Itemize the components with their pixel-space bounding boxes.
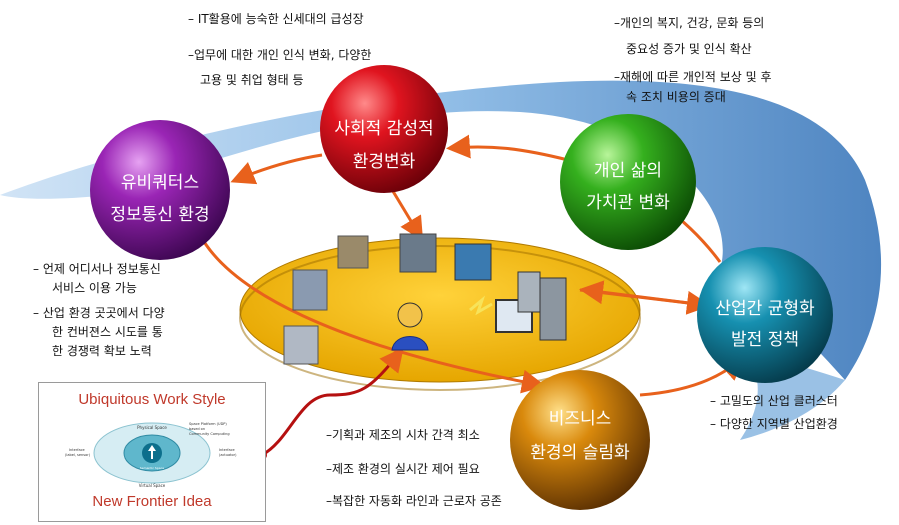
server-tower-icon-2	[517, 271, 541, 313]
factory-photo-2	[399, 233, 437, 273]
sphere-values-ball	[560, 114, 696, 250]
box-title: Ubiquitous Work Style	[78, 391, 226, 408]
note-business-2: –제조 환경의 실시간 제어 필요	[326, 462, 480, 476]
note-values-3: –재해에 따른 개인적 보상 및 후	[614, 70, 772, 84]
note-ubi-3: – 산업 환경 곳곳에서 다양	[33, 306, 165, 320]
sphere-social-line2: 환경변화	[353, 152, 416, 172]
arrow-industry-to-platform	[579, 280, 706, 307]
sphere-ubiquitous-line1: 유비쿼터스	[121, 173, 199, 193]
note-social-2: –업무에 대한 개인 인식 변화, 다양한	[188, 48, 372, 62]
note-ubi-1: – 언제 어디서나 정보통신	[33, 262, 161, 276]
arrow-values-to-social	[446, 134, 569, 162]
mini-label-interface-left: Interface	[69, 448, 85, 452]
mini-label-community: Community Computing	[189, 432, 230, 436]
mini-label-actuator: (actuator)	[219, 453, 237, 457]
mini-label-label-sensor: (label, sensor)	[65, 453, 91, 457]
mini-label-interface-right: Interface	[219, 448, 235, 452]
mini-label-physical: Physical Space	[137, 425, 167, 430]
sphere-values: 개인 삶의 가치관 변화	[560, 114, 696, 250]
sphere-ubiquitous-ball	[90, 120, 230, 260]
note-values-4: 속 조치 비용의 증대	[626, 90, 726, 104]
mini-up-arrow-icon	[148, 445, 156, 459]
sphere-business-ball	[510, 370, 650, 510]
box-subtitle: New Frontier Idea	[92, 493, 212, 510]
note-ubi-2: 서비스 이용 가능	[52, 281, 137, 295]
arrow-social-to-ubiquitous	[230, 153, 323, 185]
mini-label-based: based on	[189, 427, 205, 431]
note-ubi-4: 한 컨버젼스 시도를 통	[52, 325, 163, 339]
worker-avatar-body	[391, 336, 429, 351]
worker-photo	[454, 243, 492, 281]
sphere-business: 비즈니스 환경의 슬림화	[510, 370, 650, 510]
note-ubi-5: 한 경쟁력 확보 노력	[52, 344, 152, 358]
sphere-social-line1: 사회적 감성적	[334, 119, 433, 139]
worker-avatar-head	[397, 302, 423, 328]
mini-label-platform: Space Platform (UDP)	[189, 422, 227, 426]
ubiquitous-work-style-box: Ubiquitous Work Style Physical Space Spa…	[38, 382, 266, 522]
sphere-social: 사회적 감성적 환경변화	[320, 65, 448, 193]
factory-photo-1	[337, 235, 369, 269]
sphere-values-line1: 개인 삶의	[594, 161, 662, 181]
box-connector-line	[261, 347, 404, 457]
sphere-industry: 산업간 균형화 발전 정책	[697, 247, 833, 383]
sphere-business-line2: 환경의 슬림화	[530, 443, 630, 463]
note-social-3: 고용 및 취업 형태 등	[200, 73, 304, 87]
sphere-business-line1: 비즈니스	[549, 409, 612, 429]
sphere-values-line2: 가치관 변화	[586, 193, 670, 213]
mini-label-virtual: Virtual Space	[139, 483, 166, 488]
sphere-ubiquitous: 유비쿼터스 정보통신 환경	[90, 120, 230, 260]
sphere-industry-line2: 발전 정책	[731, 330, 799, 350]
sphere-social-ball	[320, 65, 448, 193]
platform-icons	[283, 233, 567, 365]
note-industry-2: – 다양한 지역별 산업환경	[710, 417, 838, 431]
arrow-ubiquitous-curve	[198, 234, 546, 394]
sphere-industry-line1: 산업간 균형화	[715, 299, 815, 319]
note-social-1: – IT활용에 능숙한 신세대의 급성장	[188, 12, 364, 26]
sphere-ubiquitous-line2: 정보통신 환경	[110, 205, 209, 225]
note-industry-1: – 고밀도의 산업 클러스터	[710, 394, 838, 408]
work-platform-rim	[239, 245, 641, 391]
lightning-icon	[469, 295, 493, 316]
note-values-1: –개인의 복지, 건강, 문화 등의	[614, 16, 765, 30]
note-business-3: –복잡한 자동화 라인과 근로자 공존	[326, 494, 502, 508]
note-business-1: –기획과 제조의 시차 간격 최소	[326, 428, 480, 442]
server-tower-icon	[539, 277, 567, 341]
mini-label-semantic: Semantic Space	[140, 466, 164, 470]
box-mini-diagram: Physical Space Space Platform (UDP) base…	[65, 422, 237, 488]
sphere-industry-ball	[697, 247, 833, 383]
robot-photo	[292, 269, 328, 311]
engineer-photo	[283, 325, 319, 365]
note-values-2: 중요성 증가 및 인식 확산	[626, 42, 752, 56]
